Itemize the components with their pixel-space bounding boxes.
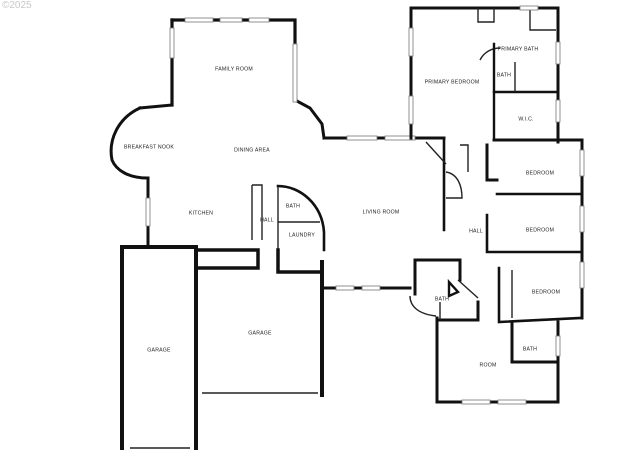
family-room-label: FAMILY ROOM xyxy=(215,66,253,73)
center-bath-walls xyxy=(409,258,480,322)
garage-walls xyxy=(120,245,412,450)
bedroom-label-3: BEDROOM xyxy=(531,289,561,296)
bath-label-center: BATH xyxy=(434,296,450,303)
bedroom-label-1: BEDROOM xyxy=(525,170,555,177)
primary-suite-walls xyxy=(408,5,561,144)
bath-label-left: BATH xyxy=(285,203,301,210)
copyright-watermark: ©2025 xyxy=(2,0,32,11)
garage-label-left: GARAGE xyxy=(147,347,171,354)
kitchen-label: KITCHEN xyxy=(188,210,214,217)
living-room-label: LIVING ROOM xyxy=(362,209,400,216)
laundry-label: LAUNDRY xyxy=(288,232,316,239)
hall-label-right: HALL xyxy=(469,228,483,235)
wic-label: W.I.C. xyxy=(518,116,534,123)
bath-label-primary: BATH xyxy=(496,72,512,79)
bedroom-label-2: BEDROOM xyxy=(525,227,555,234)
primary-bath-label: PRIMARY BATH xyxy=(497,46,539,53)
right-wing-walls xyxy=(425,138,585,405)
garage-label-right: GARAGE xyxy=(248,330,272,337)
hall-label-left: HALL xyxy=(260,217,274,224)
primary-bedroom-label: PRIMARY BEDROOM xyxy=(424,79,480,86)
room-label: ROOM xyxy=(479,362,497,369)
dining-area-label: DINING AREA xyxy=(234,147,270,154)
family-room-windows xyxy=(145,17,416,227)
bath-label-right: BATH xyxy=(522,346,538,353)
breakfast-nook-label: BREAKFAST NOOK xyxy=(124,144,174,151)
